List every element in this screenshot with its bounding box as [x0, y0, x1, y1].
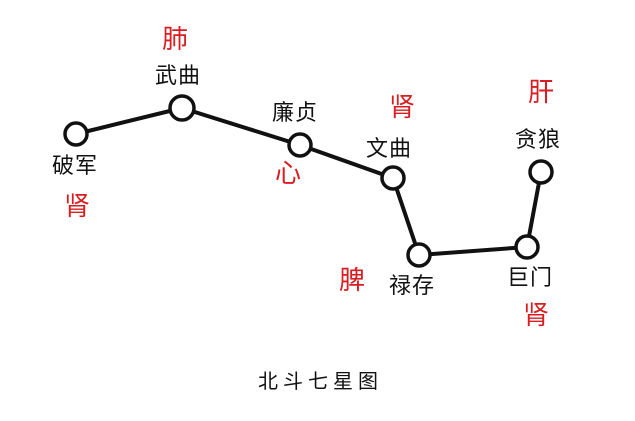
star-label-pojun: 破军: [52, 154, 99, 179]
star-node-wuqu: [168, 94, 196, 122]
diagram-title: 北斗七星图: [258, 369, 383, 393]
star-node-jumen: [514, 234, 540, 260]
star-label-wuqu: 武曲: [155, 64, 202, 89]
organ-label-lucun: 脾: [339, 266, 366, 296]
star-node-wenqu: [380, 165, 406, 191]
star-label-tanlang: 贪狼: [515, 128, 562, 153]
star-node-lucun: [406, 242, 432, 268]
organ-label-tanlang: 肝: [528, 78, 555, 108]
star-label-wenqu: 文曲: [366, 137, 413, 162]
star-label-lucun: 禄存: [389, 274, 436, 299]
organ-label-jumen: 肾: [523, 301, 550, 331]
constellation-line: [75, 106, 543, 257]
star-node-tanlang: [528, 159, 554, 185]
organ-label-wuqu: 肺: [162, 25, 189, 55]
star-label-lianzhen: 廉贞: [272, 101, 319, 126]
organ-label-pojun: 肾: [64, 192, 91, 222]
star-label-jumen: 巨门: [507, 266, 554, 291]
star-node-pojun: [63, 121, 89, 147]
organ-label-lianzhen: 心: [275, 159, 302, 189]
organ-label-wenqu: 肾: [389, 93, 416, 123]
star-node-lianzhen: [287, 132, 313, 158]
